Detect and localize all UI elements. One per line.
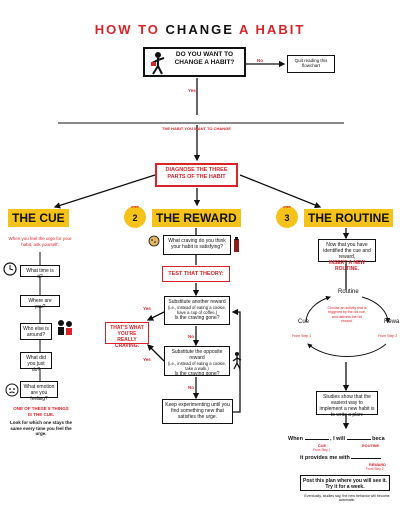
cue-question-emotion: What emotion are you feeling? [20, 381, 58, 402]
loop-center-text: Choose an activity that is triggered by … [327, 306, 367, 323]
loop-from-step1: From Step 1 [292, 334, 312, 338]
plan-line-1: When , I will beca [288, 436, 385, 442]
plan-cue-from: From Step 1 [313, 448, 331, 452]
cue-question-action: What did you just do? [20, 352, 52, 373]
plan-reward-label: REWARD [369, 463, 386, 467]
craving-result-box: THAT'S WHAT YOU'RE REALLY CRAVING. [105, 322, 149, 349]
plan-line-2: it provides me with [300, 455, 382, 462]
plan-cue-blank [304, 439, 329, 440]
loop-routine-label: Routine [338, 289, 359, 295]
studies-box: Studies show that the easiest way to imp… [316, 391, 378, 418]
plan-reward-from: From Step 2 [366, 467, 384, 471]
reward-heading: THE REWARD [152, 209, 241, 227]
man-figure-icon [149, 51, 167, 77]
people-icon [56, 318, 74, 341]
cue-question-place: Where are you? [20, 295, 60, 310]
yes-label: Yes [188, 88, 196, 93]
page-title: HOW TO CHANGE A HABIT [94, 22, 306, 37]
opposite-reward-box: Substitute the opposite reward (i.e., in… [164, 346, 230, 377]
habit-line-label: THE HABIT YOU WANT TO CHANGE [162, 126, 231, 131]
cue-note: ONE OF THESE 5 THINGS IS THE CUE. [13, 406, 69, 417]
top-question: DO YOU WANT TO CHANGE A HABIT? [174, 51, 235, 66]
plan-cue-label: CUE [318, 444, 327, 448]
plan-routine-blank [346, 439, 371, 440]
no-2-label: No [188, 385, 194, 390]
reward-question-box: What craving do you think your habit is … [163, 235, 231, 255]
routine-intro-box: Now that you have identified the cue and… [318, 239, 376, 272]
diagnose-box: DIAGNOSE THE THREE PARTS OF THE HABIT [155, 163, 238, 187]
plan-routine-label: ROUTINE [362, 444, 380, 448]
walk-figure-icon [232, 352, 242, 375]
reward-step-badge: STEP 2 [124, 205, 146, 228]
yes-2-label: Yes [143, 357, 151, 362]
yes-1-label: Yes [143, 306, 151, 311]
cookie-icon [147, 234, 161, 253]
cue-question-people: Who else is around? [20, 323, 52, 340]
no-label: No [257, 58, 263, 63]
test-theory-box: TEST THAT THEORY: [162, 266, 230, 282]
plan-reward-blank [351, 458, 382, 459]
loop-from-step2: From Step 2 [378, 334, 398, 338]
cue-heading: THE CUE [8, 209, 69, 227]
final-box: Post this plan where you will see it. Tr… [300, 475, 390, 491]
cue-question-time: What time is it? [20, 265, 60, 280]
quit-box: Quit reading this flowchart [287, 55, 335, 73]
cue-advice: Look for which one stays the same every … [9, 420, 72, 436]
keep-experimenting-box: Keep experimenting until you find someth… [162, 399, 233, 424]
emotion-face-icon [5, 383, 19, 402]
no-1-label: No [188, 334, 194, 339]
coffee-icon [232, 237, 242, 258]
final-note: Eventually, studies say, the new behavio… [304, 494, 390, 503]
substitute-reward-box: Substitute another reward (i.e., instead… [164, 296, 230, 325]
loop-cue-label: Cue [298, 319, 310, 325]
top-question-box: DO YOU WANT TO CHANGE A HABIT? [143, 47, 246, 77]
loop-reward-label: Rewa [384, 319, 400, 325]
cue-intro: When you feel the urge for your habit, a… [8, 236, 72, 247]
clock-icon [3, 262, 17, 281]
routine-heading: THE ROUTINE [304, 209, 394, 227]
routine-step-badge: STEP 3 [276, 205, 298, 228]
